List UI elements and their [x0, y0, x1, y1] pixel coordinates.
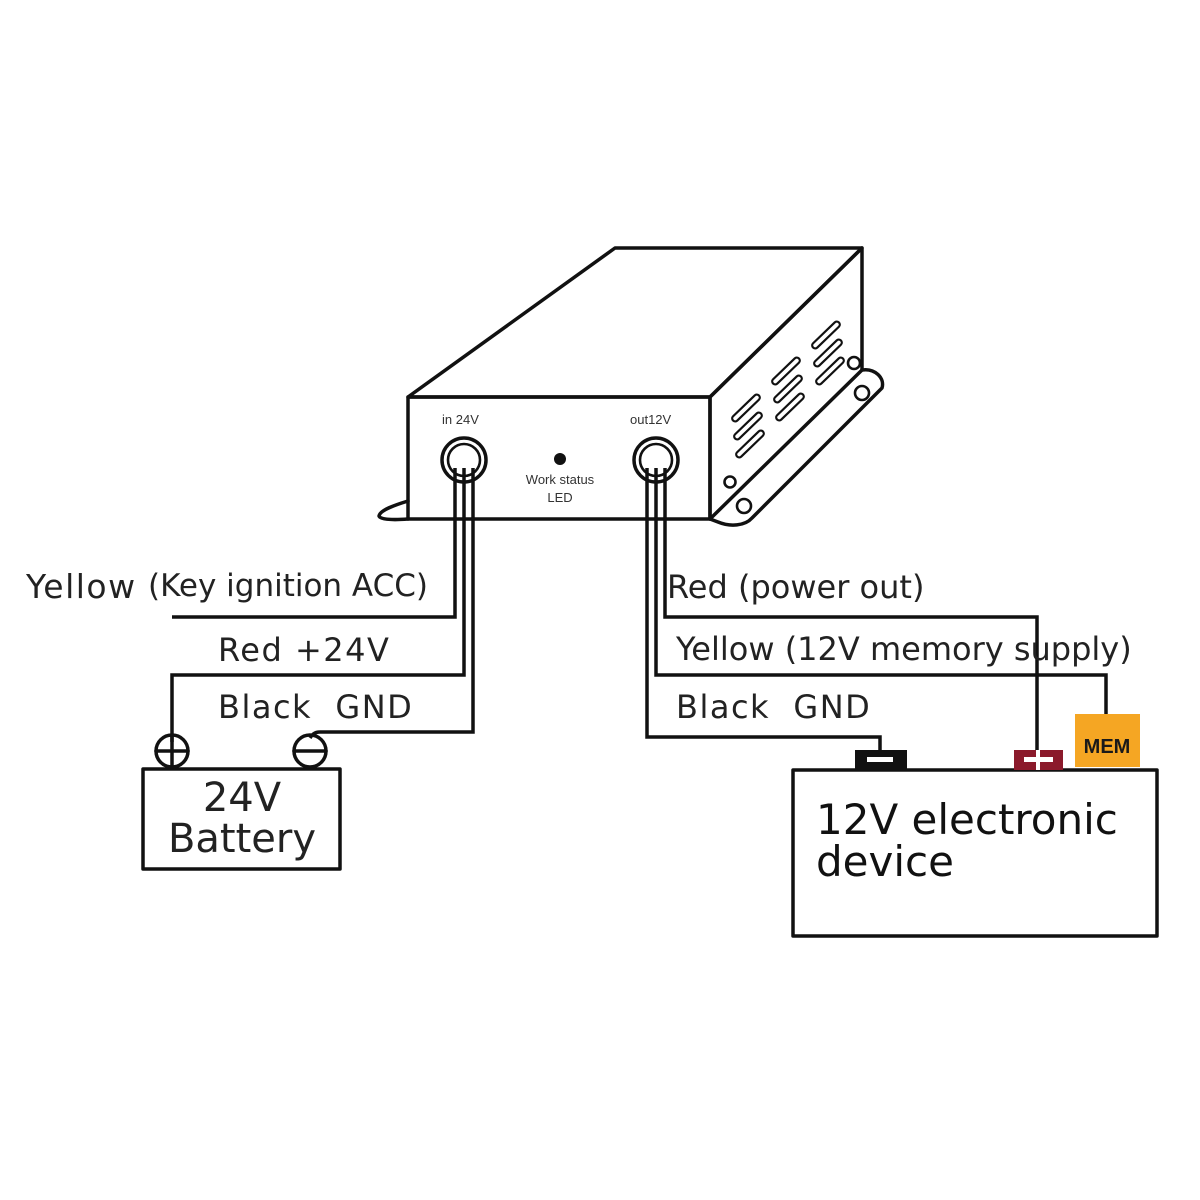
- output-port-label: out12V: [630, 412, 672, 427]
- battery-24v: 24V Battery: [141, 733, 342, 871]
- device-negative-terminal-icon: [855, 750, 907, 770]
- red-power-out-wire: [663, 468, 1039, 760]
- led-label-2: LED: [547, 490, 572, 505]
- right-mounting-flange: [708, 368, 885, 527]
- flange-hole: [735, 497, 753, 515]
- red-power-out-label: Red (power out): [667, 568, 924, 606]
- plus-terminal-icon: [154, 733, 190, 769]
- red-24v-wire: [170, 468, 466, 742]
- yellow-memory-wire: [654, 468, 1108, 714]
- output-wires: [645, 468, 1108, 760]
- battery-label: Battery: [168, 816, 316, 862]
- box-top-face: [406, 246, 864, 399]
- input-port-label: in 24V: [442, 412, 479, 427]
- input-wires: [170, 468, 475, 742]
- device-12v: MEM 12V electronic device: [791, 714, 1159, 938]
- device-label-2: device: [816, 837, 954, 886]
- black-wire-label: Black GND: [218, 688, 413, 726]
- black-gnd-label-output: Black GND: [676, 688, 871, 726]
- yellow-acc-wire: [172, 468, 457, 619]
- left-mounting-tab: [377, 499, 410, 522]
- minus-terminal-icon: [292, 733, 328, 769]
- yellow-wire-label: Yellow: [25, 567, 137, 606]
- converter-box: in 24V out12V Work status LED: [377, 246, 885, 527]
- device-mem-terminal: MEM: [1075, 714, 1140, 767]
- flange-hole: [853, 384, 871, 402]
- yellow-memory-label: Yellow (12V memory supply): [675, 630, 1132, 668]
- device-label: 12V electronic: [816, 795, 1118, 844]
- yellow-wire-note: (Key ignition ACC): [148, 568, 428, 604]
- device-positive-terminal-icon: [1014, 750, 1063, 770]
- side-hole: [723, 475, 737, 489]
- black-gnd-wire-output: [645, 468, 882, 752]
- led-label: Work status: [526, 472, 595, 487]
- device-body: [791, 768, 1159, 938]
- red-wire-label: Red +24V: [218, 631, 390, 669]
- battery-body: [141, 767, 342, 871]
- black-gnd-wire-input: [308, 468, 475, 739]
- side-hole: [846, 355, 862, 371]
- work-status-led-icon: [554, 453, 566, 465]
- battery-voltage-label: 24V: [203, 775, 282, 821]
- vent-slots: [731, 320, 845, 459]
- mem-label: MEM: [1084, 736, 1131, 758]
